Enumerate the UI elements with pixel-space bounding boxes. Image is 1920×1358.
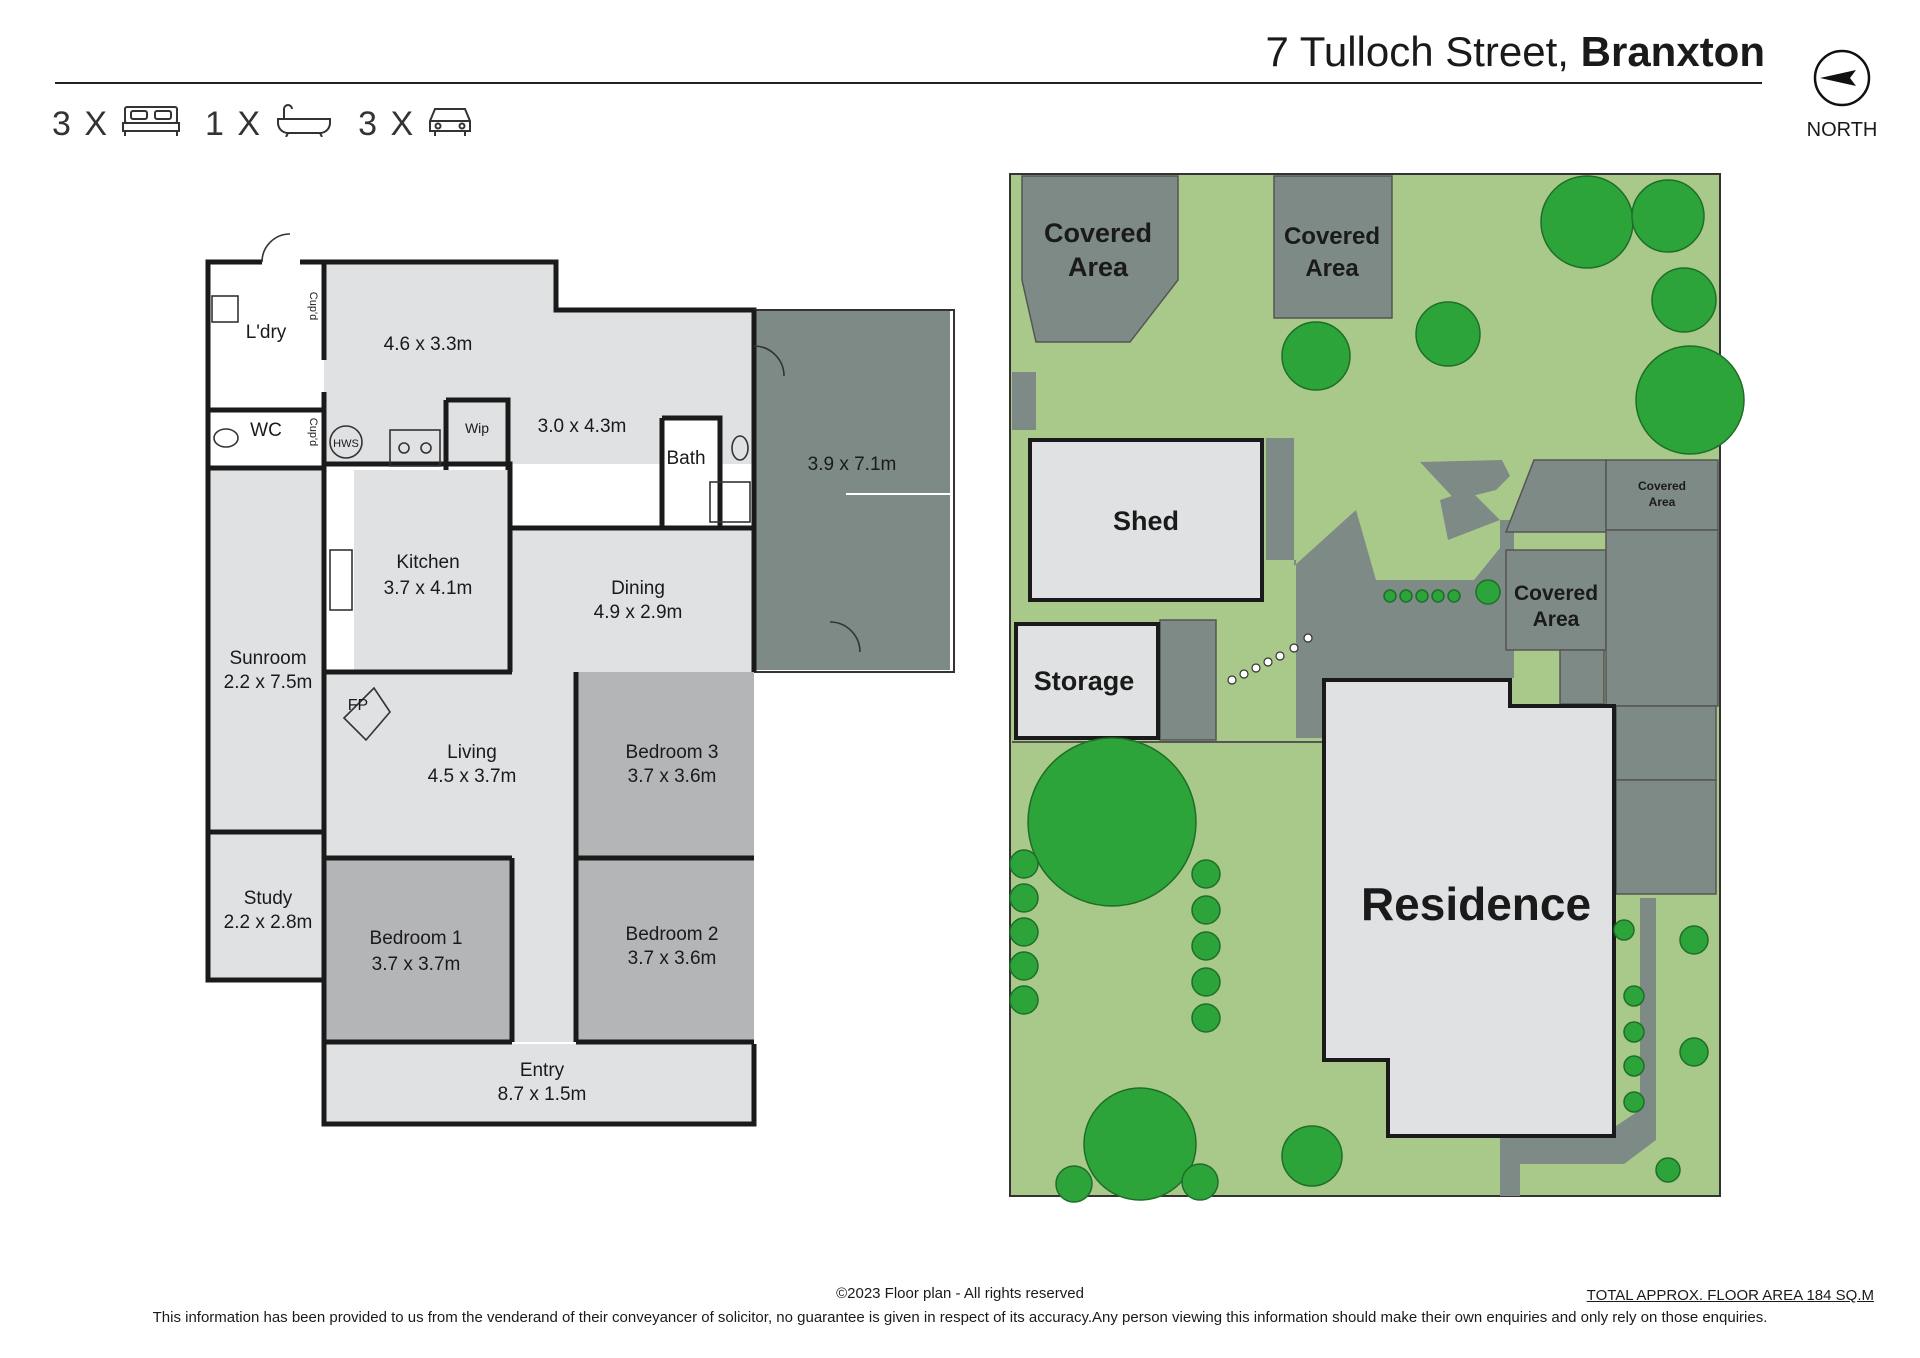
fixtures: [211, 233, 861, 742]
bath-icon: [274, 103, 334, 146]
label-wc: WC: [250, 420, 282, 441]
label-laundry: L'dry: [246, 322, 287, 343]
compass-icon: [1813, 49, 1871, 107]
shower-icon: [709, 481, 751, 523]
address-title: 7 Tulloch Street, Branxton: [1265, 28, 1765, 75]
stove-icon: [389, 429, 441, 467]
door-arc: [261, 233, 291, 263]
label-dining-size: 4.9 x 2.9m: [594, 602, 683, 623]
label-study-size: 2.2 x 2.8m: [224, 912, 313, 933]
bedroom1-fill: [324, 858, 512, 1042]
label-small-a: Covered: [1638, 479, 1686, 493]
covered-areas: [1021, 175, 1719, 895]
north-label: NORTH: [1806, 119, 1878, 141]
label-covered-big-b: Area: [1533, 608, 1580, 631]
walls: [205, 259, 955, 1127]
driveway: [1012, 372, 1656, 1196]
label-kitchen: Kitchen: [396, 552, 459, 573]
copyright: ©2023 Floor plan - All rights reserved: [836, 1285, 1084, 1302]
bed-icon: [121, 103, 181, 146]
label-living: Living: [447, 742, 497, 763]
label-hws: HWS: [333, 438, 359, 450]
room-fills: [210, 264, 950, 1122]
label-residence: Residence: [1361, 878, 1591, 930]
label-fp: FP: [348, 697, 368, 714]
label-small-b: Area: [1649, 495, 1676, 509]
trees: [1009, 175, 1745, 1203]
label-entry: Entry: [520, 1060, 565, 1081]
fireplace-icon: [342, 686, 392, 742]
bedroom3-fill: [576, 672, 754, 858]
label-dining: Dining: [611, 578, 665, 599]
label-wip: Wip: [465, 420, 489, 436]
garage-door-arc: [753, 345, 785, 377]
label-bed1: Bedroom 1: [370, 928, 463, 949]
label-bed3-size: 3.7 x 3.6m: [628, 766, 717, 787]
label-sunroom: Sunroom: [229, 648, 306, 669]
label-kitchen-size: 3.7 x 4.1m: [384, 578, 473, 599]
north-arrow: NORTH: [1802, 48, 1882, 142]
bed-count: 3 X: [52, 104, 110, 143]
bedroom2-fill: [576, 858, 754, 1042]
bath-count: 1 X: [205, 104, 263, 143]
label-bed1-size: 3.7 x 3.7m: [372, 954, 461, 975]
shed-building: [1028, 438, 1264, 602]
label-garage: 3.9 x 7.1m: [808, 454, 897, 475]
label-cupd2: Cup'd: [307, 418, 319, 446]
label-covered-1b: Area: [1068, 252, 1129, 282]
label-sunroom-size: 2.2 x 7.5m: [224, 672, 313, 693]
label-covered-big-a: Covered: [1514, 582, 1598, 605]
garage-side-door-arc: [829, 621, 861, 653]
label-room-3-0: 3.0 x 4.3m: [538, 416, 627, 437]
car-icon: [427, 103, 473, 146]
stepping-stones: [1227, 633, 1313, 685]
hws-icon: [329, 425, 363, 459]
label-bed3: Bedroom 3: [626, 742, 719, 763]
header-rule: [55, 82, 1762, 84]
label-bed2-size: 3.7 x 3.6m: [628, 948, 717, 969]
label-living-size: 4.5 x 3.7m: [428, 766, 517, 787]
label-storage: Storage: [1034, 666, 1135, 696]
garage-fill: [754, 310, 950, 670]
label-covered-1a: Covered: [1044, 218, 1152, 248]
label-entry-size: 8.7 x 1.5m: [498, 1084, 587, 1105]
toilet-icon: [213, 428, 239, 448]
label-study: Study: [244, 888, 293, 909]
floor-area: TOTAL APPROX. FLOOR AREA 184 SQ.M: [1586, 1287, 1874, 1304]
basin-icon: [731, 435, 749, 461]
buildings: [1014, 438, 1616, 1138]
residence-building: [1322, 678, 1616, 1138]
room-labels: L'dry Cup'd Cup'd WC HWS Wip 4.6 x 3.3m …: [224, 292, 897, 1105]
label-bed2: Bedroom 2: [626, 924, 719, 945]
disclaimer: This information has been provided to us…: [152, 1309, 1768, 1326]
label-covered-2a: Covered: [1284, 223, 1380, 250]
label-room-4-6: 4.6 x 3.3m: [384, 334, 473, 355]
car-count: 3 X: [358, 104, 416, 143]
kitchen-sink-icon: [329, 549, 353, 611]
site-labels: Covered Area Covered Area Shed Storage R…: [1034, 218, 1686, 930]
label-cupd1: Cup'd: [307, 292, 319, 320]
label-bath: Bath: [666, 448, 705, 469]
feature-counts: 3 X 1 X 3 X: [52, 103, 497, 146]
label-covered-2b: Area: [1305, 255, 1359, 282]
storage-building: [1014, 622, 1160, 740]
sink-icon: [211, 295, 239, 323]
label-shed: Shed: [1113, 506, 1179, 536]
